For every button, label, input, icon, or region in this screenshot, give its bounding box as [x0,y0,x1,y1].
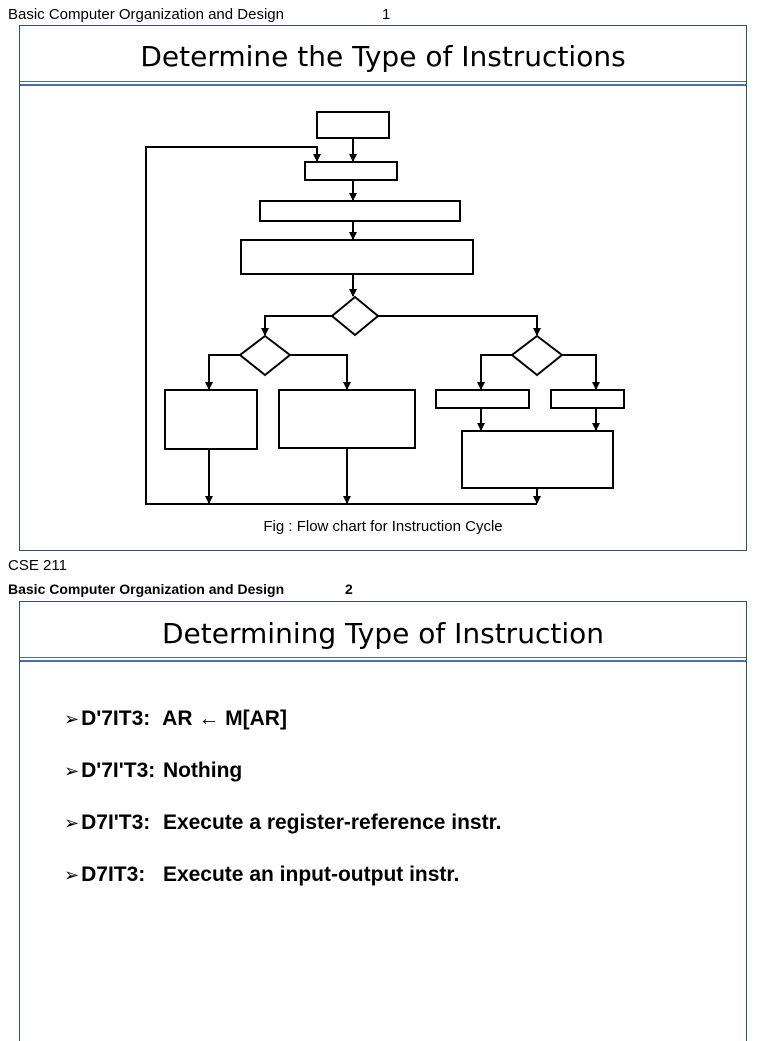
slide1-header-text: Basic Computer Organization and Design [8,6,284,23]
bullet-text: Execute an input-output instr. [162,863,460,886]
slide-2: Determining Type of Instruction ➢D'7IT3:… [19,601,747,1041]
register-box [550,389,625,409]
bullet-text: AR ← M[AR] [162,707,287,730]
fetch-box [259,200,461,222]
bullet-label: D7IT3: [81,863,146,886]
slide2-header-text: Basic Computer Organization and Design [8,581,285,597]
sc-clear-box [304,161,398,181]
title-rule-bottom [20,660,746,662]
bullet-label: D7I'T3: [81,811,151,834]
d7-decision [330,295,380,337]
slide2-page-number: 2 [345,581,353,597]
slide1-header: Basic Computer Organization and Design 1 [8,6,390,23]
slide2-title: Determining Type of Instruction [162,617,604,650]
arrowhead-icon: ➢ [64,813,80,834]
bullet-item: ➢D7I'T3: Execute a register-reference in… [64,811,501,863]
bullet-text: Execute a register-reference instr. [162,811,502,834]
slide-1: Determine the Type of Instructions [19,25,747,551]
course-code: CSE 211 [8,557,67,574]
title-rule-top [20,81,746,82]
bullet-list: ➢D'7IT3: AR ← M[AR] ➢D'7I'T3: Nothing ➢D… [64,707,501,915]
direct-box [278,389,416,449]
slide1-title: Determine the Type of Instructions [140,40,626,73]
i-decision-left [238,334,292,377]
io-box [435,389,530,409]
indirect-box [164,389,258,450]
decode-box [240,239,474,275]
slide2-header: Basic Computer Organization and Design 2 [8,581,353,597]
arrowhead-icon: ➢ [64,865,80,886]
instruction-cycle-flowchart [145,111,625,505]
arrowhead-icon: ➢ [64,709,80,730]
title-rule-top [20,657,746,658]
arrowhead-icon: ➢ [64,761,80,782]
i-decision-right [510,334,564,377]
bullet-text: Nothing [162,759,243,782]
bullet-item: ➢D'7IT3: AR ← M[AR] [64,707,501,759]
execute-box [461,430,614,489]
bullet-label: D'7I'T3: [81,759,156,782]
slide1-page-number: 1 [382,6,391,23]
bullet-label: D'7IT3: [81,707,151,730]
flowchart-caption: Fig : Flow chart for Instruction Cycle [263,518,503,535]
bullet-item: ➢D'7I'T3: Nothing [64,759,501,811]
title-rule-bottom [20,84,746,86]
bullet-item: ➢D7IT3: Execute an input-output instr. [64,863,501,915]
start-box [316,111,390,139]
